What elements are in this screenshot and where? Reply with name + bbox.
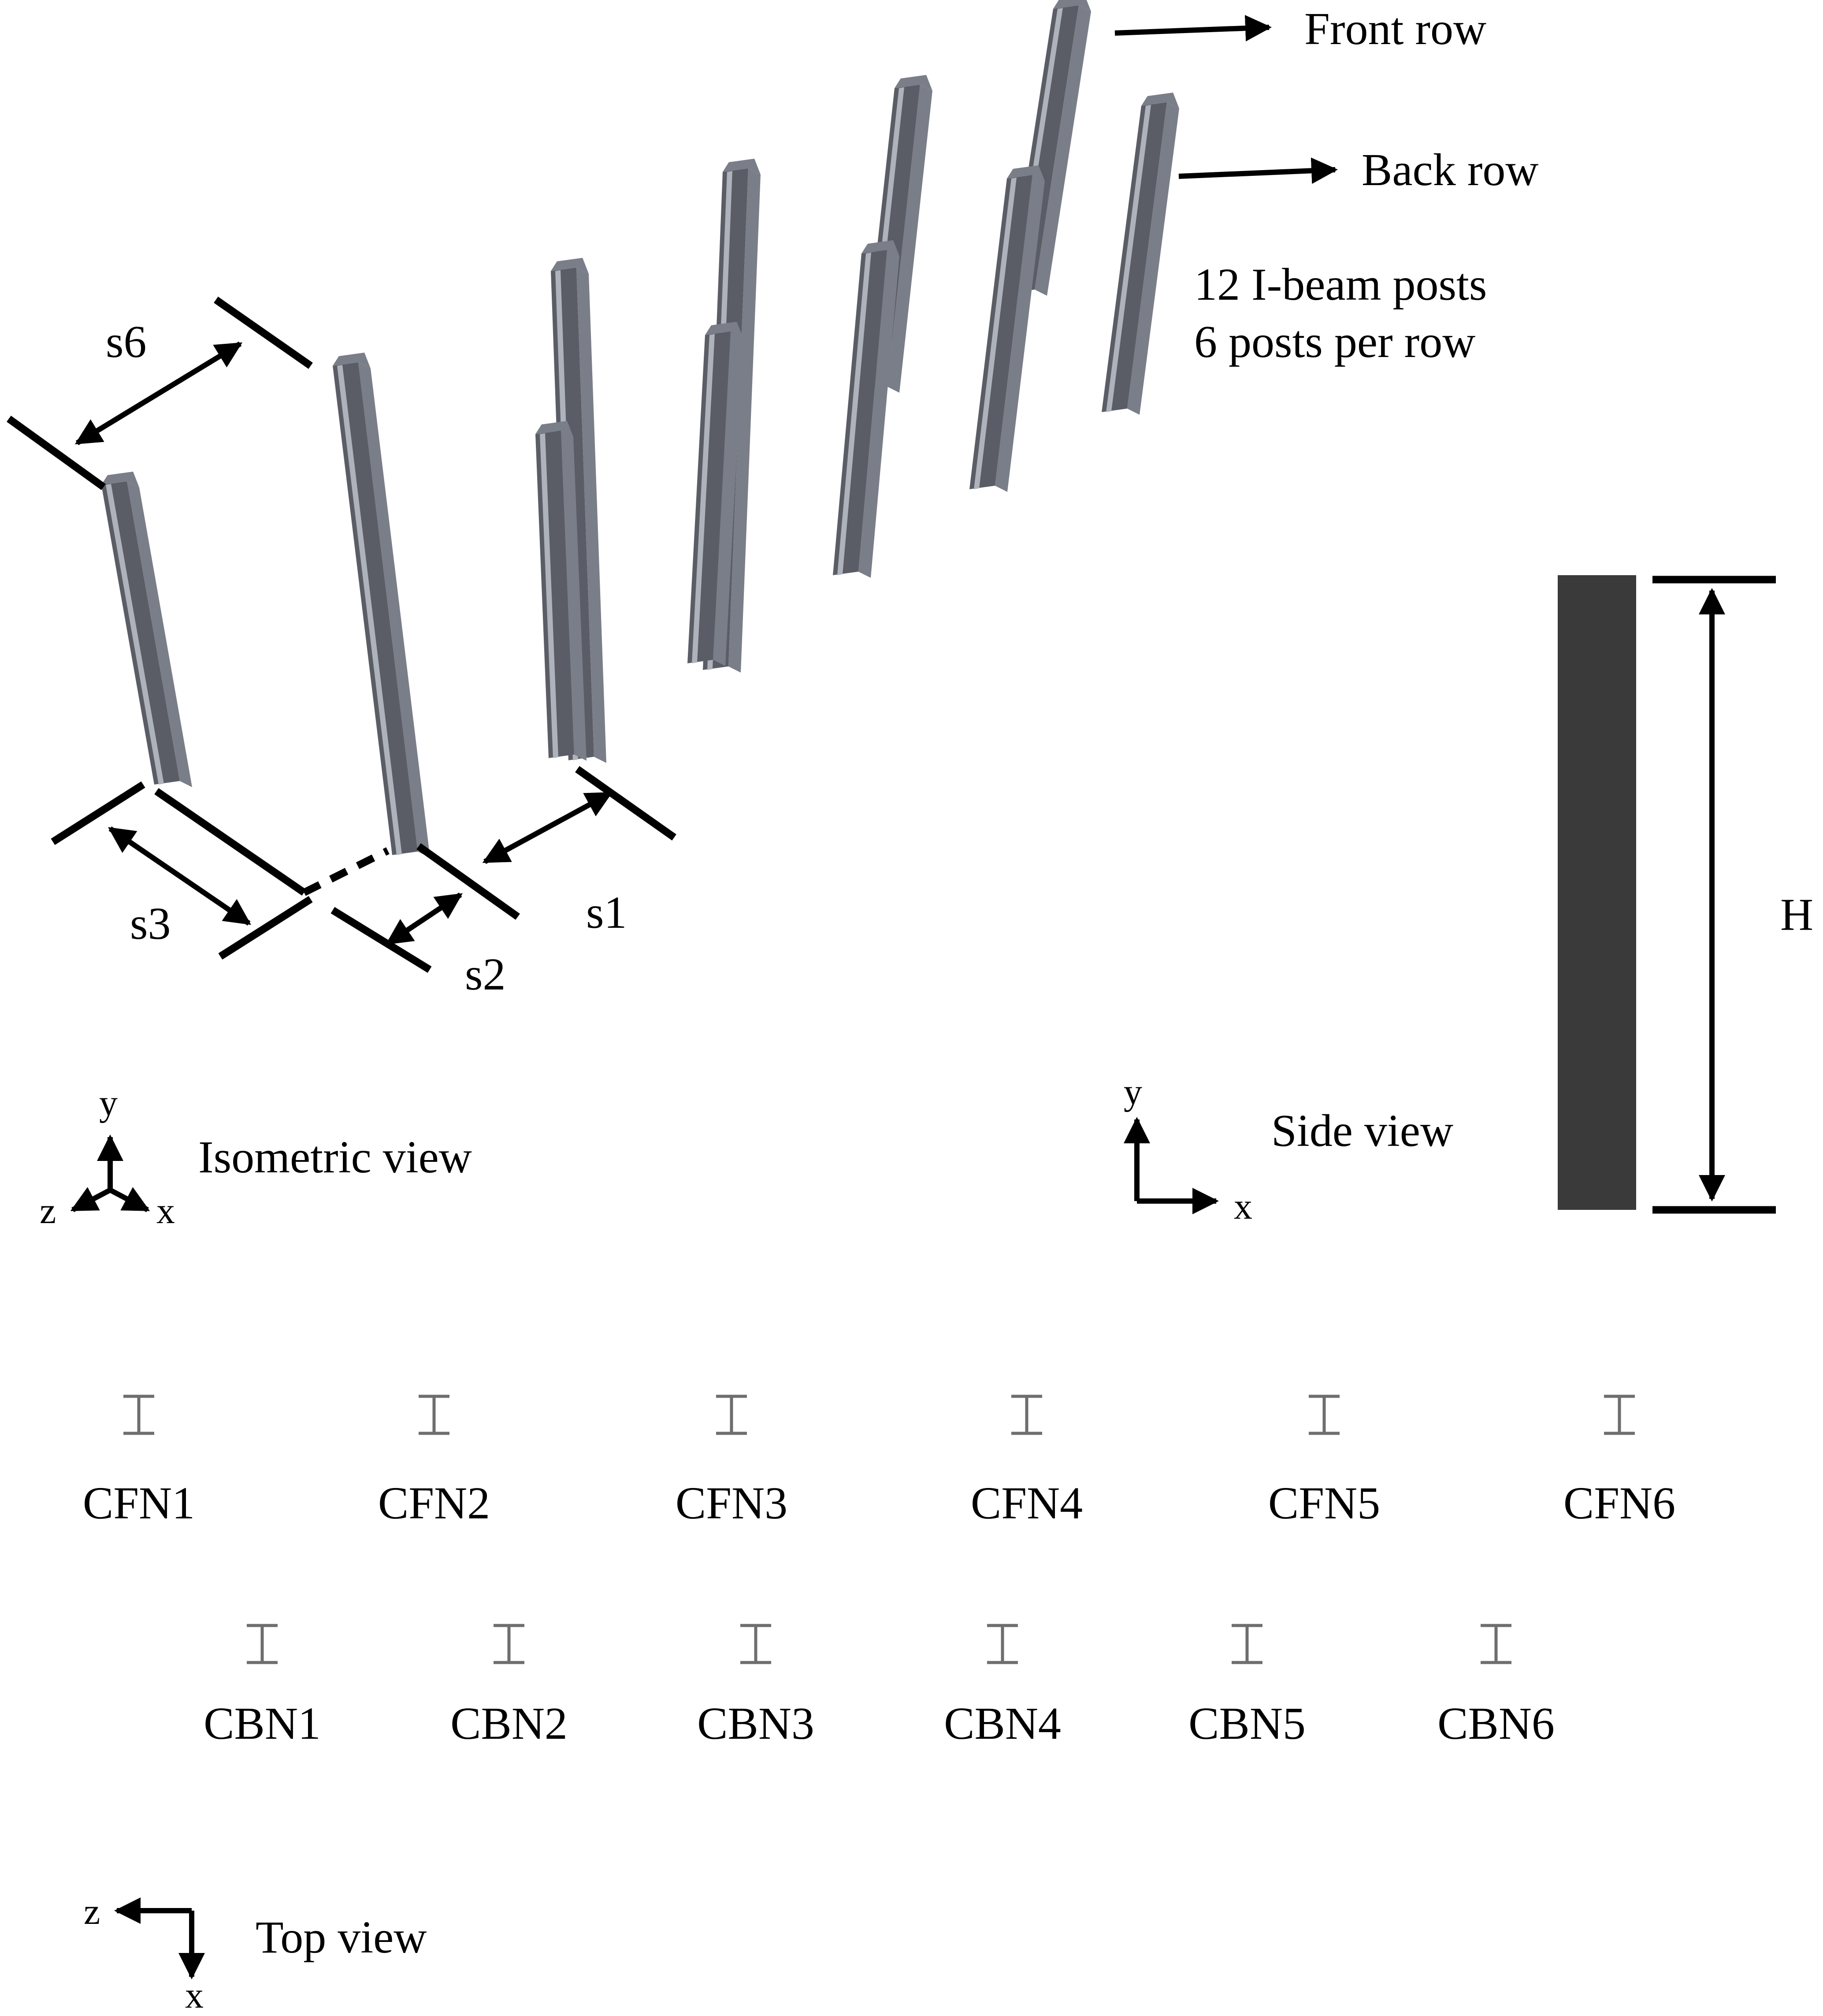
back-row-label: Back row (1362, 145, 1538, 195)
dimension-s1-label: s1 (586, 887, 627, 938)
back-row-arrow (1178, 157, 1338, 184)
top-front-post-label-6: CFN6 (1563, 1478, 1675, 1529)
top-back-post-marker-3 (740, 1624, 771, 1664)
top-back-post-marker-1 (247, 1624, 278, 1664)
dimension-s3 (51, 781, 313, 960)
top-front-post-marker-6 (1604, 1395, 1635, 1435)
isometric-post-back-6 (1102, 93, 1179, 415)
isometric-view-label: Isometric view (198, 1132, 472, 1183)
side-view-axis (1124, 1117, 1219, 1214)
dimension-s1 (482, 766, 676, 864)
posts-description-line1: 12 I-beam posts (1194, 259, 1487, 310)
side-axis-y-label: y (1124, 1071, 1142, 1112)
isometric-post-front-3 (687, 322, 743, 666)
top-front-post-marker-2 (419, 1395, 449, 1435)
dimension-s2 (386, 843, 520, 945)
top-view-axis (114, 1897, 205, 1979)
top-back-post-label-4: CBN4 (944, 1698, 1061, 1749)
top-view-label: Top view (256, 1912, 427, 1963)
top-front-post-marker-5 (1309, 1395, 1340, 1435)
top-back-post-label-3: CBN3 (697, 1698, 814, 1749)
isometric-post-front-5 (969, 165, 1045, 492)
isometric-posts (101, 0, 1179, 858)
top-back-post-marker-4 (987, 1624, 1018, 1664)
isometric-post-back-1 (101, 472, 192, 787)
isometric-post-front-2 (535, 421, 587, 761)
top-back-post-marker-6 (1481, 1624, 1511, 1664)
top-back-post-label-5: CBN5 (1188, 1698, 1306, 1749)
top-front-post-label-3: CFN3 (676, 1478, 787, 1529)
height-label: H (1780, 889, 1813, 940)
top-back-post-label-2: CBN2 (450, 1698, 568, 1749)
top-front-post-label-2: CFN2 (378, 1478, 490, 1529)
front-row-arrow (1114, 15, 1272, 41)
side-axis-x-label: x (1234, 1186, 1252, 1227)
isometric-post-front-4 (833, 240, 899, 578)
isometric-axis-z-label: z (40, 1190, 56, 1231)
top-front-post-label-4: CFN4 (971, 1478, 1083, 1529)
dimension-s2-label: s2 (465, 949, 505, 1000)
isometric-axis-x-label: x (156, 1190, 175, 1231)
front-row-label: Front row (1304, 4, 1486, 54)
side-view-label: Side view (1271, 1105, 1453, 1156)
isometric-axis-y-label: y (99, 1082, 118, 1123)
side-view-post (1558, 575, 1636, 1210)
top-front-post-marker-4 (1011, 1395, 1042, 1435)
top-front-post-label-1: CFN1 (83, 1478, 195, 1529)
top-back-post-marker-5 (1232, 1624, 1262, 1664)
isometric-post-front-1 (333, 353, 430, 858)
top-back-post-label-6: CBN6 (1437, 1698, 1555, 1749)
top-front-post-marker-1 (123, 1395, 154, 1435)
dimension-s3-label: s3 (130, 898, 171, 949)
top-axis-z-label: z (84, 1891, 100, 1932)
top-view-front-row: CFN1 CFN2 CFN3 CFN4 CFN5 CFN6 (83, 1395, 1675, 1529)
dimension-s6 (7, 297, 313, 490)
front-row-baseline (154, 788, 432, 973)
posts-description-line2: 6 posts per row (1194, 316, 1475, 367)
height-dimension (1652, 576, 1776, 1214)
top-back-post-marker-2 (494, 1624, 524, 1664)
top-view-back-row: CBN1 CBN2 CBN3 CBN4 CBN5 CBN6 (204, 1624, 1555, 1749)
dimension-s6-label: s6 (106, 316, 146, 367)
top-back-post-label-1: CBN1 (204, 1698, 321, 1749)
top-axis-x-label: x (185, 1975, 204, 2016)
top-front-post-marker-3 (716, 1395, 747, 1435)
top-front-post-label-5: CFN5 (1268, 1478, 1380, 1529)
isometric-axis-triad (70, 1134, 150, 1213)
